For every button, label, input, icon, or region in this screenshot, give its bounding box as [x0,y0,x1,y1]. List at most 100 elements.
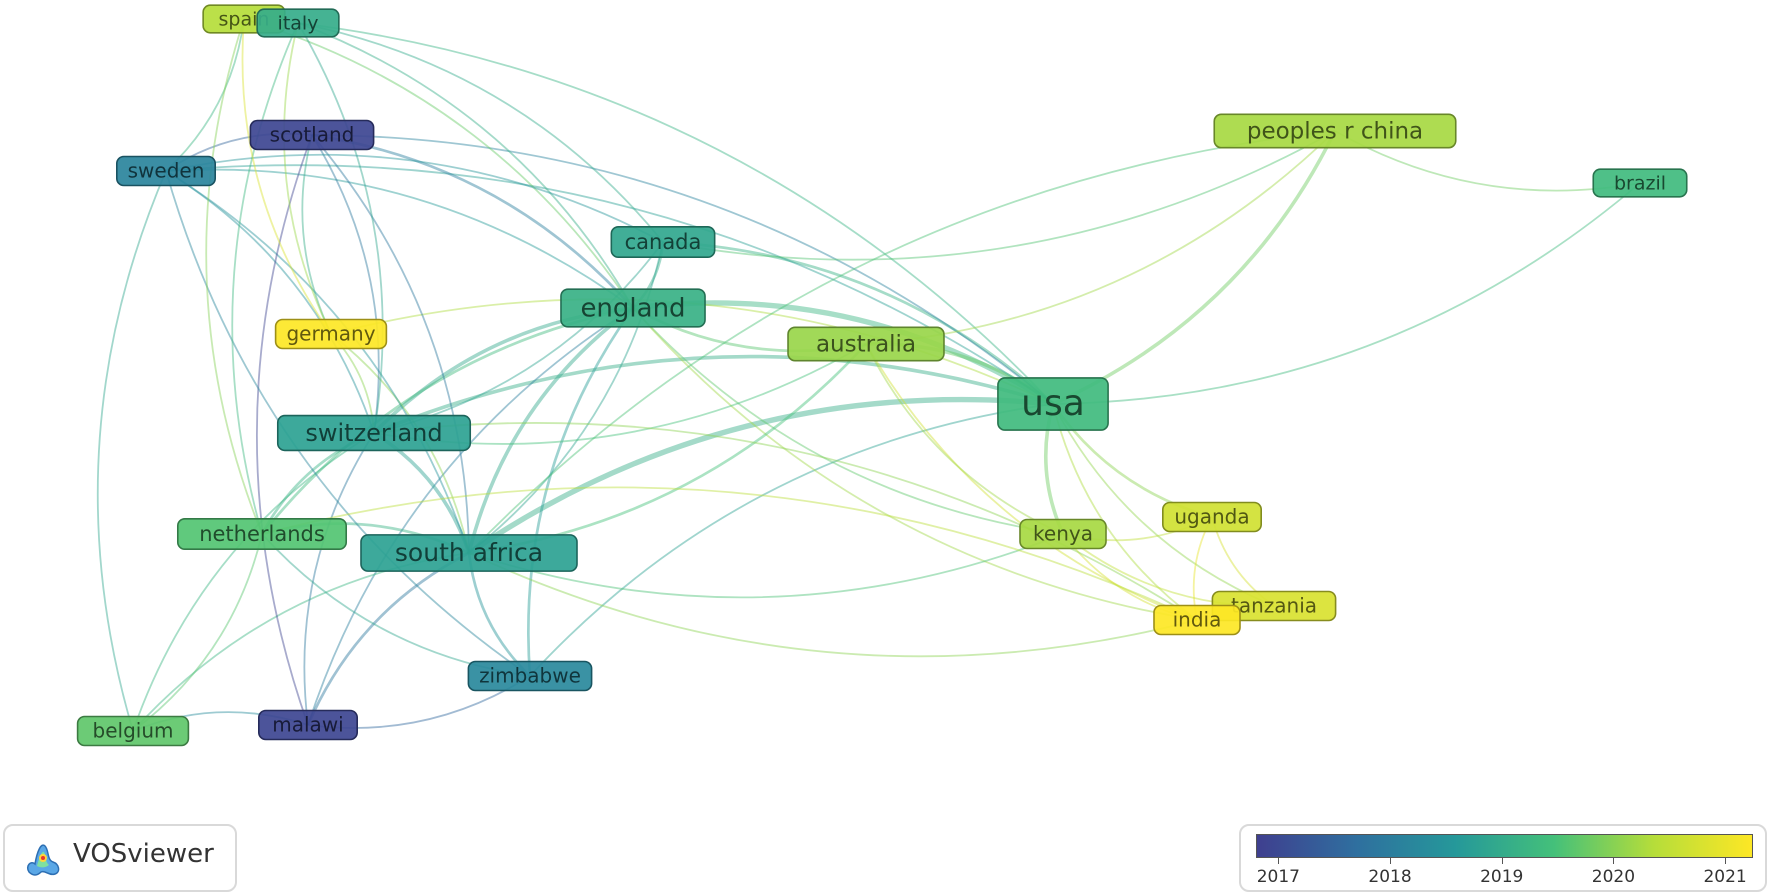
node-box [1019,518,1107,550]
link-south-africa-india [468,552,1198,658]
link-scotland-germany [301,134,332,335]
node-australia[interactable]: australia [787,326,945,362]
link-usa-zimbabwe [529,403,1054,677]
node-box [1162,501,1263,533]
node-box [560,288,706,328]
link-switzerland-sweden [165,170,375,434]
node-zimbabwe[interactable]: zimbabwe [467,660,593,692]
node-usa[interactable]: usa [997,377,1109,431]
link-england-italy [297,22,634,309]
link-india-netherlands [261,486,1198,621]
node-box [610,225,716,259]
legend-tick-label: 2020 [1591,867,1636,887]
link-england-sweden [165,168,634,309]
node-layer: usa england south africa switzerland austral… [76,4,1688,747]
link-usa-tanzania [1052,403,1275,607]
link-england-zimbabwe [527,307,635,677]
link-usa-peoples-r-china [1052,130,1337,406]
link-south-africa-sweden [165,170,470,554]
link-usa-south-africa [467,396,1054,556]
link-south-africa-kenya [468,533,1064,599]
node-box [274,318,388,350]
node-box [76,715,190,747]
node-label: germany [286,322,375,346]
link-south-africa-scotland [311,134,470,554]
legend-tick-mark [1390,858,1392,864]
link-south-africa-malawi [306,551,470,726]
node-label: england [580,294,685,324]
link-switzerland-malawi [303,432,375,726]
node-belgium[interactable]: belgium [76,715,190,747]
link-scotland-malawi [256,134,313,726]
link-england-india [632,307,1198,621]
node-box [249,119,375,151]
node-label: sweden [128,159,205,183]
link-usa-canada [662,240,1054,405]
node-tanzania[interactable]: tanzania [1211,590,1337,622]
node-box [176,517,348,551]
legend-tick-mark [1725,858,1727,864]
node-label: scotland [270,123,355,147]
node-canada[interactable]: canada [610,225,716,259]
node-label: india [1173,608,1222,632]
node-italy[interactable]: italy [256,8,340,38]
node-label: switzerland [305,419,442,447]
legend-tick-mark [1613,858,1615,864]
link-australia-peoples-r-china [865,130,1336,345]
link-usa-scotland [311,134,1054,405]
link-england-south-africa [467,306,635,554]
node-sweden[interactable]: sweden [116,155,217,187]
link-usa-switzerland [373,354,1054,435]
node-box [360,534,578,572]
node-box [1153,604,1241,636]
link-spain-netherlands [205,18,263,535]
node-india[interactable]: india [1153,604,1241,636]
link-usa-brazil [1052,182,1641,405]
link-switzerland-belgium [132,432,375,732]
link-sweden-belgium [96,170,167,732]
node-england[interactable]: england [560,288,706,328]
node-south-africa[interactable]: south africa [360,534,578,572]
node-box [256,8,340,38]
node-label: brazil [1614,173,1666,195]
node-label: australia [816,332,916,358]
node-malawi[interactable]: malawi [257,709,358,741]
node-label: zimbabwe [479,664,581,688]
link-usa-italy [297,22,1054,405]
node-label: malawi [272,713,343,737]
node-germany[interactable]: germany [274,318,388,350]
link-canada-peoples-r-china [662,130,1336,261]
legend-tick-mark [1501,858,1503,864]
link-canada-sweden [165,153,664,243]
node-box [1213,113,1457,149]
node-peoples-r-china[interactable]: peoples r china [1213,113,1457,149]
link-england-kenya [632,307,1064,535]
node-label: usa [1021,383,1085,424]
node-label: kenya [1033,522,1093,546]
node-box [997,377,1109,431]
node-box [257,709,358,741]
node-uganda[interactable]: uganda [1162,501,1263,533]
node-box [116,155,217,187]
node-kenya[interactable]: kenya [1019,518,1107,550]
link-spain-germany [241,18,332,335]
link-australia-india [865,343,1198,621]
node-netherlands[interactable]: netherlands [176,517,348,551]
link-india-switzerland [373,422,1198,621]
link-peoples-r-china-south-africa [468,130,1336,554]
node-switzerland[interactable]: switzerland [276,414,472,452]
node-label: netherlands [199,522,325,546]
link-canada-italy [297,22,664,243]
node-label: canada [625,230,702,254]
link-switzerland-scotland [311,134,380,434]
node-brazil[interactable]: brazil [1592,168,1688,198]
node-box [467,660,593,692]
link-italy-netherlands [231,22,299,535]
node-scotland[interactable]: scotland [249,119,375,151]
node-label: peoples r china [1247,119,1423,145]
link-belgium-netherlands [132,533,263,732]
node-box [276,414,472,452]
legend-gradient [1256,834,1753,858]
